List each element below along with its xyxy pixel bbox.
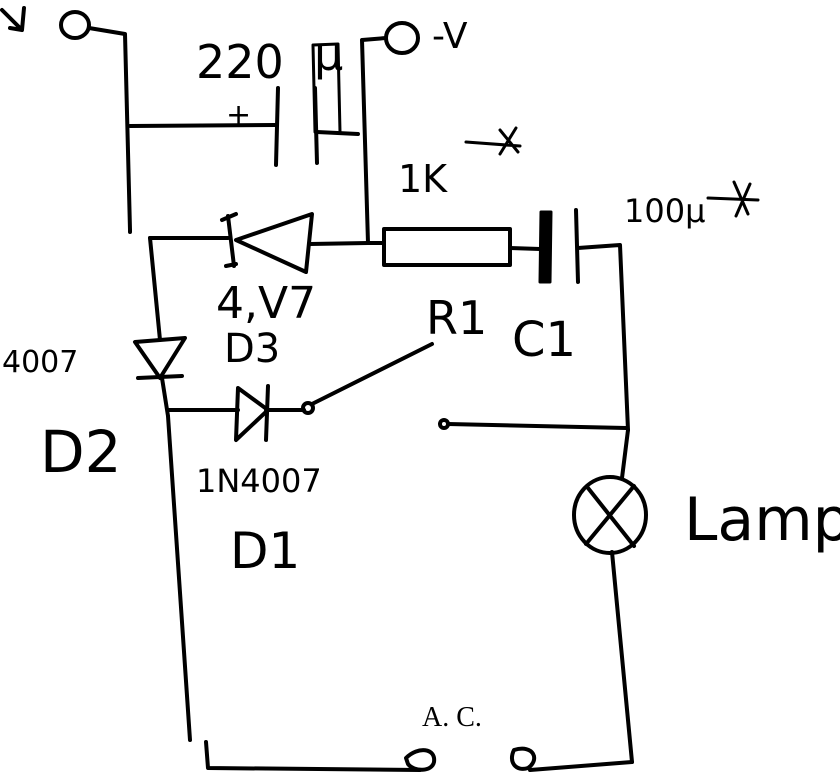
zener-name: D3 (224, 326, 280, 372)
signature: A. C. (422, 702, 482, 733)
terminal-circle-icon (384, 21, 420, 55)
lamp-label: Lamp (684, 485, 840, 555)
capacitor-c1-name: C1 (512, 312, 576, 368)
input-arrow-icon (0, 6, 26, 32)
capacitor-main-polarity: + (226, 98, 251, 133)
resistor: 1K (366, 126, 542, 267)
diode-d2: 4007 D2 (2, 236, 187, 486)
diode-d2-part: 4007 (2, 345, 78, 380)
resistor-mark-icon (464, 126, 522, 156)
capacitor-c1: 100μ C1 (512, 180, 760, 432)
zener-value: 4,V7 (216, 278, 316, 329)
diode-d1: 1N4007 D1 (166, 384, 322, 580)
relay-name: R1 (426, 291, 487, 345)
resistor-value: 1K (398, 157, 448, 201)
plug-contact-icon (404, 748, 437, 772)
capacitor-main: + 220 μ (128, 27, 360, 167)
capacitor-mark-icon (706, 180, 760, 218)
relay-pivot-icon (301, 401, 315, 415)
zener-diode-d3: 4,V7 D3 (128, 212, 370, 372)
input-terminal (0, 6, 132, 232)
terminal-circle-icon (59, 10, 91, 40)
plug-contact-icon (509, 746, 537, 771)
diode-d1-part: 1N4007 (196, 462, 322, 500)
return-path (166, 414, 634, 772)
negative-terminal-label: -V (432, 16, 468, 57)
capacitor-c1-value: 100μ (624, 192, 705, 230)
negative-terminal: -V (360, 16, 468, 245)
diode-d1-name: D1 (230, 522, 300, 580)
capacitor-main-value: 220 (196, 35, 284, 89)
lamp-icon (572, 475, 648, 555)
diode-d2-name: D2 (40, 418, 122, 486)
lamp: Lamp (572, 428, 840, 764)
relay-contact: R1 (301, 291, 628, 430)
